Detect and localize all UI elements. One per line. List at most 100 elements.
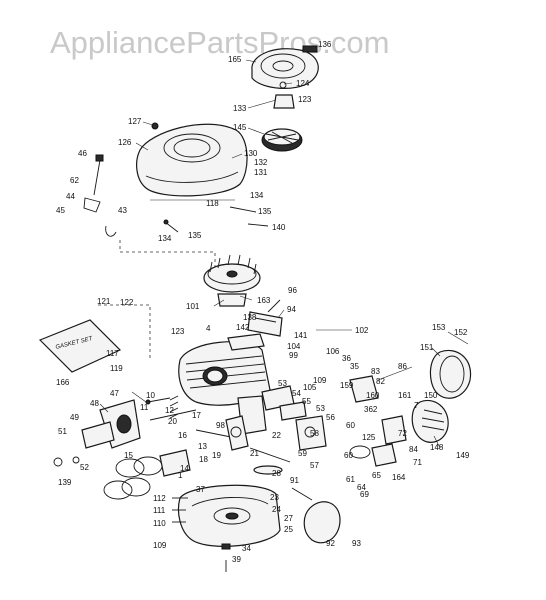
part-label: 83 xyxy=(371,367,380,376)
part-label: 34 xyxy=(242,544,251,553)
assembly-guide-line xyxy=(119,240,216,268)
fuel-parts-drawing xyxy=(349,375,407,467)
part-label: 45 xyxy=(56,206,65,215)
part-label: 105 xyxy=(303,383,317,392)
part-label: 46 xyxy=(78,149,87,158)
part-label: 53 xyxy=(316,404,325,413)
part-label: 72 xyxy=(398,429,407,438)
part-label: 62 xyxy=(70,176,79,185)
flywheel-screen-drawing xyxy=(261,128,303,152)
part-label: 59 xyxy=(298,449,307,458)
part-label: 28 xyxy=(272,469,281,478)
part-label: 37 xyxy=(196,485,205,494)
part-label: 111 xyxy=(153,506,166,515)
part-label: 43 xyxy=(118,206,127,215)
part-label: 135 xyxy=(188,231,202,240)
part-label: 94 xyxy=(287,305,296,314)
part-label: 96 xyxy=(288,286,297,295)
part-label: 117 xyxy=(106,349,119,358)
part-label: 54 xyxy=(292,389,301,398)
part-label: 166 xyxy=(56,378,70,387)
air-cleaner-rings xyxy=(103,449,191,500)
part-label: 99 xyxy=(289,351,298,360)
part-label: 35 xyxy=(350,362,359,371)
ignition-coil-drawing xyxy=(247,299,283,337)
part-label: 160 xyxy=(366,391,380,400)
part-label: 109 xyxy=(313,376,327,385)
part-label: 51 xyxy=(58,427,67,436)
part-label: 15 xyxy=(124,451,133,460)
part-label: 130 xyxy=(244,149,258,158)
part-label: 36 xyxy=(342,354,351,363)
part-label: 163 xyxy=(257,296,271,305)
part-label: 60 xyxy=(344,451,353,460)
part-label: 121 xyxy=(97,297,111,306)
part-label: 152 xyxy=(454,328,468,337)
part-label: 150 xyxy=(424,391,438,400)
part-label: 84 xyxy=(409,445,418,454)
part-label: 159 xyxy=(340,381,354,390)
part-label: 23 xyxy=(270,493,279,502)
flywheel-drawing xyxy=(203,254,261,307)
part-label: 12 xyxy=(165,406,174,415)
part-label: 82 xyxy=(376,377,385,386)
crankshaft-drawing xyxy=(195,415,291,475)
baffle-hardware xyxy=(150,199,269,233)
part-label: 57 xyxy=(310,461,319,470)
part-label: 134 xyxy=(250,191,264,200)
oil-base-drawing xyxy=(177,484,281,547)
watermark: AppliancePartsPros.com xyxy=(50,25,389,60)
part-label: 4 xyxy=(206,324,211,333)
carburetor-drawing xyxy=(81,399,141,449)
part-label: 93 xyxy=(352,539,361,548)
part-label: 122 xyxy=(120,298,134,307)
part-label: 39 xyxy=(232,555,241,564)
part-label: 165 xyxy=(228,55,242,64)
part-label: 123 xyxy=(171,327,185,336)
part-label: 86 xyxy=(398,362,407,371)
part-label: 362 xyxy=(364,405,378,414)
part-label: 16 xyxy=(178,431,187,440)
oil-fill-drawing xyxy=(291,487,341,544)
part-label: 10 xyxy=(146,391,155,400)
part-label: 44 xyxy=(66,192,75,201)
part-label: 27 xyxy=(284,514,293,523)
part-label: 132 xyxy=(254,158,268,167)
part-label: 25 xyxy=(284,525,293,534)
part-label: 98 xyxy=(216,421,225,430)
part-label: 141 xyxy=(294,331,308,340)
part-label: 161 xyxy=(398,391,412,400)
part-label: 136 xyxy=(318,40,332,49)
part-label: 53 xyxy=(278,379,287,388)
part-label: 133 xyxy=(233,104,247,113)
part-label: 148 xyxy=(430,443,444,452)
part-label: 49 xyxy=(70,413,79,422)
part-label: 13 xyxy=(198,442,207,451)
part-label: 164 xyxy=(392,473,406,482)
part-label: 22 xyxy=(272,431,281,440)
part-label: 145 xyxy=(233,123,247,132)
part-label: 64 xyxy=(357,483,366,492)
bottom-hardware xyxy=(53,456,231,572)
part-label: 123 xyxy=(298,95,312,104)
part-label: 104 xyxy=(287,342,301,351)
part-label: 140 xyxy=(272,223,286,232)
part-label: 119 xyxy=(110,364,123,373)
part-label: 127 xyxy=(128,117,142,126)
part-label: 11 xyxy=(140,403,149,412)
part-label: 109 xyxy=(153,541,167,550)
part-label: 47 xyxy=(110,389,119,398)
small-hardware-left xyxy=(83,154,117,237)
part-label: 7 xyxy=(414,401,419,410)
part-label: 149 xyxy=(456,451,470,460)
part-label: 69 xyxy=(360,490,369,499)
part-label: 124 xyxy=(296,79,310,88)
part-label: 60 xyxy=(346,421,355,430)
part-label: 135 xyxy=(258,207,272,216)
engine-block-drawing xyxy=(178,333,271,435)
muffler-drawing xyxy=(411,349,472,443)
part-label: 102 xyxy=(355,326,369,335)
part-number-labels: 165 136 124 123 133 145 127 126 130 132 … xyxy=(56,40,470,564)
part-label: 17 xyxy=(192,411,201,420)
